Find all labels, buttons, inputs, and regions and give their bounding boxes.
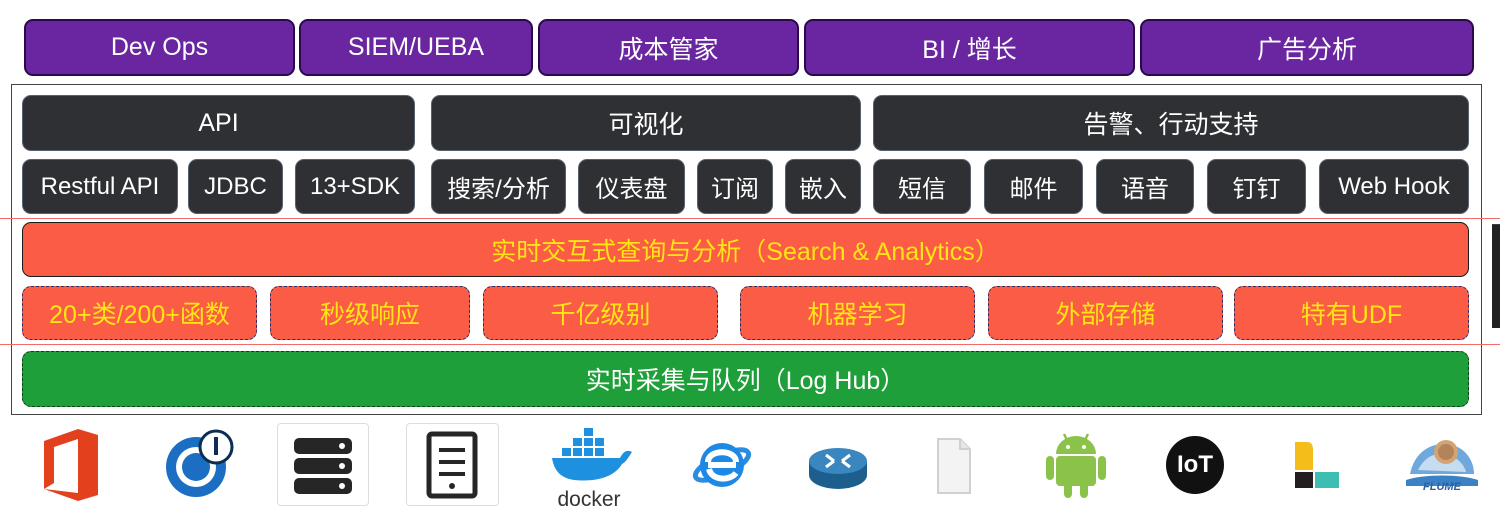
flume-icon: [1406, 440, 1478, 486]
android-icon: [1046, 433, 1106, 498]
top-item-devops: Dev Ops: [24, 19, 295, 76]
docker-label: docker: [557, 488, 621, 511]
office-icon: [44, 429, 98, 501]
server-rack-icon: [294, 438, 352, 494]
iot-icon: IoT: [1166, 436, 1224, 494]
header-visualization: 可视化: [431, 95, 861, 151]
docker-icon: [552, 428, 632, 481]
top-item-ad-analytics: 广告分析: [1140, 19, 1474, 76]
item-restful-api: Restful API: [22, 159, 178, 214]
iot-label: IoT: [1177, 451, 1213, 478]
globe-logo-icon: [166, 429, 234, 497]
item-embed: 嵌入: [785, 159, 861, 214]
item-sms: 短信: [873, 159, 971, 214]
feature-machine-learning: 机器学习: [740, 286, 975, 340]
item-jdbc: JDBC: [188, 159, 283, 214]
router-icon: [809, 448, 867, 489]
item-webhook: Web Hook: [1319, 159, 1469, 214]
feature-second-response: 秒级响应: [270, 286, 470, 340]
internet-explorer-icon: [692, 443, 752, 487]
docker-logo: docker: [544, 428, 634, 511]
item-email: 邮件: [984, 159, 1083, 214]
item-sdk: 13+SDK: [295, 159, 415, 214]
platform-frame: [11, 84, 1482, 415]
feature-hundred-billion: 千亿级别: [483, 286, 718, 340]
feature-external-storage: 外部存储: [988, 286, 1223, 340]
item-subscribe: 订阅: [697, 159, 773, 214]
feature-udf: 特有UDF: [1234, 286, 1469, 340]
header-alerting: 告警、行动支持: [873, 95, 1469, 151]
item-voice: 语音: [1096, 159, 1194, 214]
item-dashboard: 仪表盘: [578, 159, 685, 214]
feature-functions: 20+类/200+函数: [22, 286, 257, 340]
top-item-cost: 成本管家: [538, 19, 799, 76]
header-api: API: [22, 95, 415, 151]
guide-line-bottom: [0, 344, 1500, 345]
guide-line-top: [0, 218, 1500, 219]
item-dingtalk: 钉钉: [1207, 159, 1306, 214]
elastic-logstash-icon: [1295, 442, 1339, 488]
flume-label: FLUME: [1423, 481, 1461, 493]
document-icon: [937, 438, 971, 494]
item-search-analysis: 搜索/分析: [431, 159, 566, 214]
analytics-band: 实时交互式查询与分析（Search & Analytics）: [22, 222, 1469, 277]
server-rack-tile: [277, 423, 369, 506]
collection-band: 实时采集与队列（Log Hub）: [22, 351, 1469, 407]
server-tower-tile: [406, 423, 499, 506]
server-tower-icon: [426, 431, 478, 499]
top-item-bi-growth: BI / 增长: [804, 19, 1135, 76]
cropped-side-text: ▌▌▌▌: [1492, 224, 1500, 328]
top-item-siem-ueba: SIEM/UEBA: [299, 19, 533, 76]
flume-logo: FLUME: [1404, 430, 1480, 500]
